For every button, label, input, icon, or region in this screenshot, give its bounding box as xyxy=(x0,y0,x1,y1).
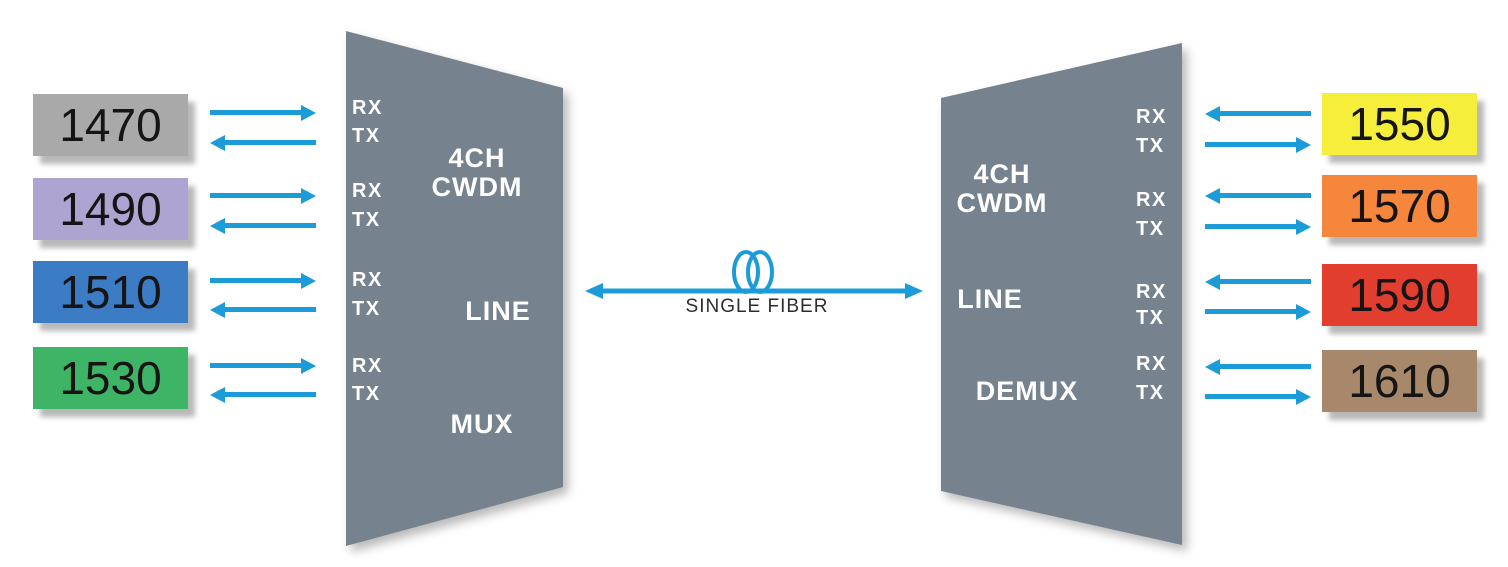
left-rx-port-label-4: RX xyxy=(352,355,383,377)
wavelength-label-1610: 1610 xyxy=(1348,355,1451,407)
left-tx-port-label-3: TX xyxy=(352,298,381,320)
channel-box-1470: 1470 xyxy=(33,94,188,156)
wavelength-label-1510: 1510 xyxy=(59,266,162,318)
wavelength-label-1490: 1490 xyxy=(59,183,162,235)
right-tx-port-label-4: TX xyxy=(1136,382,1165,404)
right-device-line-label: LINE xyxy=(957,284,1023,314)
right-device-name-line1: 4CH xyxy=(973,159,1031,189)
arrow-1610-to-rx xyxy=(1205,359,1311,375)
left-rx-port-label-3: RX xyxy=(352,269,383,291)
right-rx-port-label-2: RX xyxy=(1136,189,1167,211)
arrow-1530-from-tx xyxy=(210,387,316,403)
channel-box-1510: 1510 xyxy=(33,261,188,323)
arrow-1470-from-tx xyxy=(210,135,316,151)
channel-box-1490: 1490 xyxy=(33,178,188,240)
right-tx-port-label-3: TX xyxy=(1136,307,1165,329)
left-device-name-line2: CWDM xyxy=(431,172,523,202)
fiber-coil-icon xyxy=(732,250,774,294)
arrow-1490-from-tx xyxy=(210,218,316,234)
left-rx-port-label-2: RX xyxy=(352,180,383,202)
arrow-1570-to-rx xyxy=(1205,188,1311,204)
wavelength-label-1470: 1470 xyxy=(59,99,162,151)
right-rx-port-label-4: RX xyxy=(1136,353,1167,375)
right-demux-body-shape xyxy=(941,43,1182,545)
left-tx-port-label-1: TX xyxy=(352,125,381,147)
arrow-1550-to-rx xyxy=(1205,106,1311,122)
left-tx-port-label-4: TX xyxy=(352,383,381,405)
single-fiber-label: SINGLE FIBER xyxy=(685,296,829,317)
arrow-1530-to-rx xyxy=(210,358,316,374)
arrow-1510-from-tx xyxy=(210,302,316,318)
arrow-1490-to-rx xyxy=(210,188,316,204)
left-device-function-label: MUX xyxy=(450,409,514,439)
left-device-line-label: LINE xyxy=(465,296,531,326)
arrow-1590-from-tx xyxy=(1205,304,1311,320)
wavelength-label-1550: 1550 xyxy=(1348,98,1451,150)
arrow-1550-from-tx xyxy=(1205,137,1311,153)
right-rx-port-label-1: RX xyxy=(1136,106,1167,128)
wavelength-label-1570: 1570 xyxy=(1348,180,1451,232)
arrow-1590-to-rx xyxy=(1205,274,1311,290)
right-rx-port-label-3: RX xyxy=(1136,281,1167,303)
arrow-1610-from-tx xyxy=(1205,389,1311,405)
channel-box-1570: 1570 xyxy=(1322,175,1477,237)
channel-box-1610: 1610 xyxy=(1322,350,1477,412)
wavelength-label-1590: 1590 xyxy=(1348,269,1451,321)
left-tx-port-label-2: TX xyxy=(352,209,381,231)
right-tx-port-label-1: TX xyxy=(1136,135,1165,157)
arrow-1510-to-rx xyxy=(210,273,316,289)
arrow-1470-to-rx xyxy=(210,105,316,121)
channel-box-1530: 1530 xyxy=(33,347,188,409)
channel-box-1590: 1590 xyxy=(1322,264,1477,326)
arrow-1570-from-tx xyxy=(1205,219,1311,235)
left-mux-body-shape xyxy=(346,31,563,546)
channel-box-1550: 1550 xyxy=(1322,93,1477,155)
right-tx-port-label-2: TX xyxy=(1136,218,1165,240)
right-device-name-line2: CWDM xyxy=(956,188,1048,218)
left-device-name-line1: 4CH xyxy=(448,143,506,173)
left-device-name: 4CH CWDM xyxy=(397,144,557,202)
left-rx-port-label-1: RX xyxy=(352,97,383,119)
right-device-name: 4CH CWDM xyxy=(922,160,1082,218)
right-device-function-label: DEMUX xyxy=(975,376,1079,406)
wavelength-label-1530: 1530 xyxy=(59,352,162,404)
